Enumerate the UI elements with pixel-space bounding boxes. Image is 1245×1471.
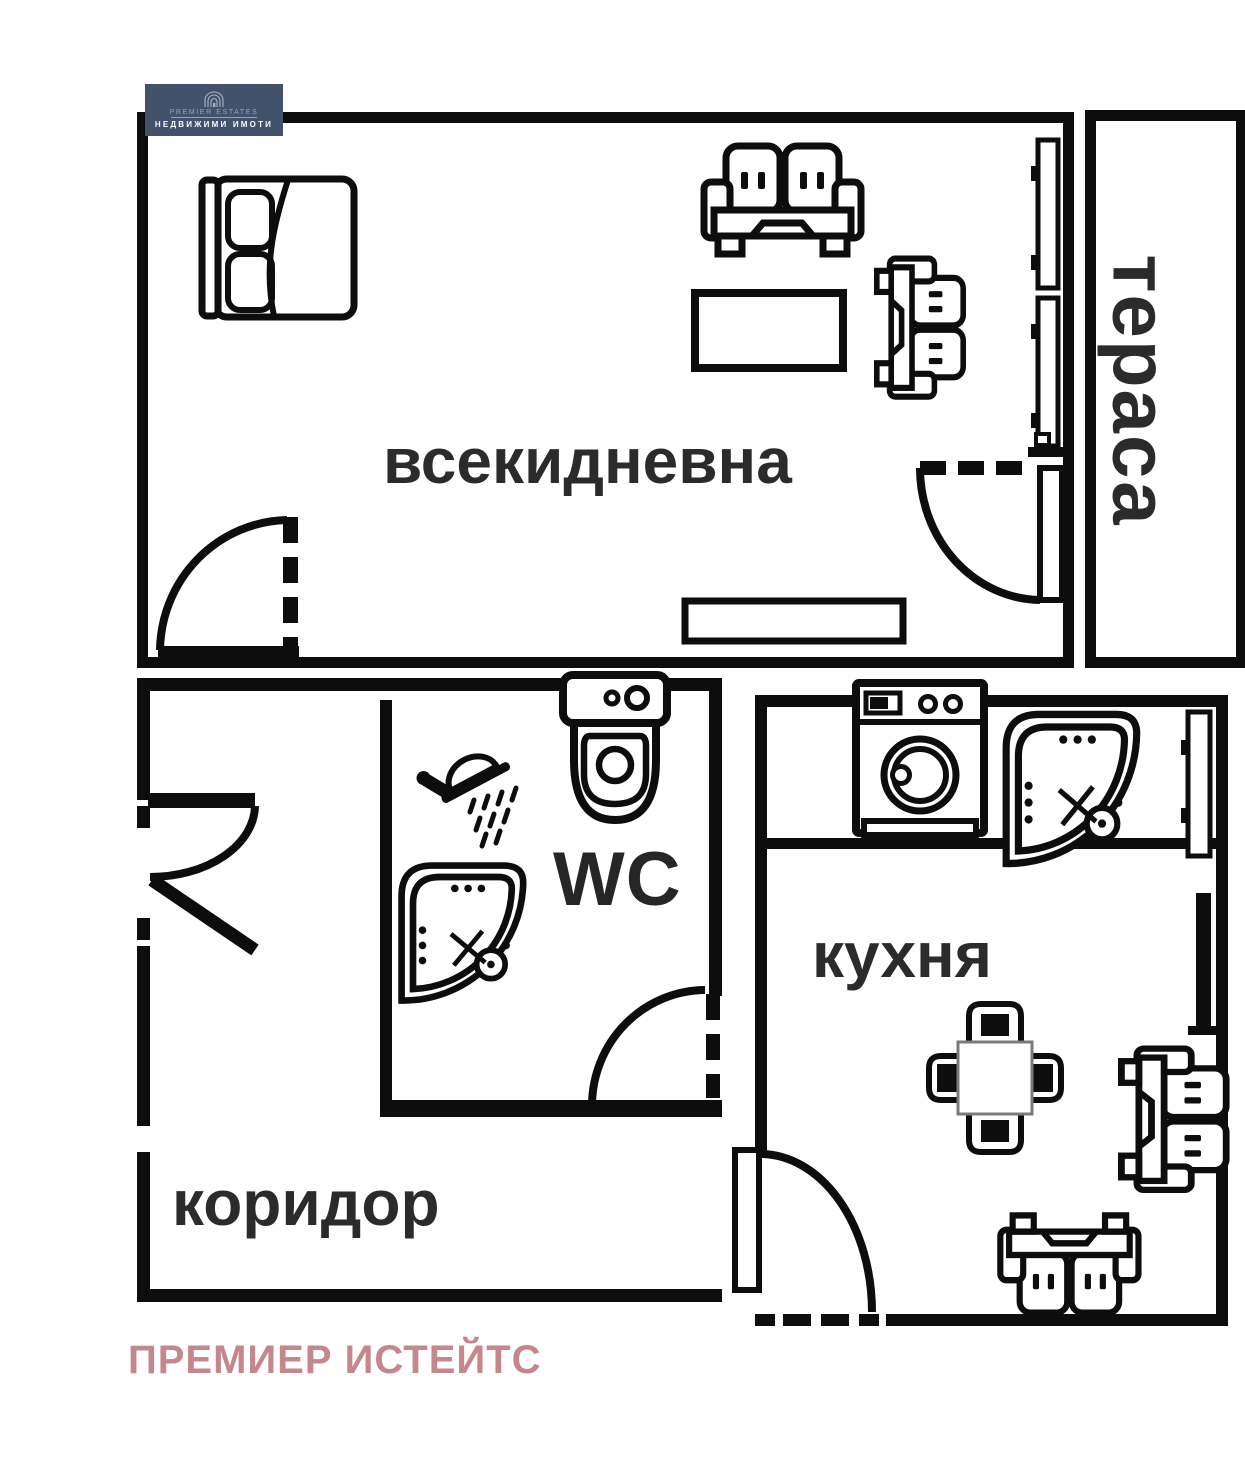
door-swing-icon [732, 1147, 879, 1326]
window-icon [1181, 709, 1213, 859]
corridor-label: коридор [172, 1167, 440, 1239]
agency-logo: PREMIER ESTATES НЕДВИЖИМИ ИМОТИ [145, 84, 283, 136]
building-arches-icon [204, 91, 224, 107]
door-swing-icon [588, 986, 720, 1105]
kitchen-label: кухня [812, 919, 992, 991]
coffee-table-icon [691, 289, 847, 372]
wc-label: WC [553, 837, 682, 922]
armchair-icon [1121, 1049, 1226, 1190]
logo-divider [171, 117, 257, 118]
double-bed-icon [198, 175, 358, 321]
washing-machine-icon [852, 679, 988, 838]
living-room-label: всекидневна [383, 425, 792, 497]
corner-bathtub-icon [402, 866, 524, 1001]
logo-subtitle-text: НЕДВИЖИМИ ИМОТИ [154, 120, 274, 129]
agency-watermark: ПРЕМИЕР ИСТЕЙТС [128, 1338, 542, 1382]
radiator-icon [1188, 893, 1219, 1035]
kitchen-walls [755, 695, 1228, 1326]
sofa-icon [1000, 1215, 1138, 1312]
door-swing-icon [156, 516, 299, 664]
armchair-icon [877, 259, 963, 397]
tv-stand-icon [681, 597, 907, 645]
terrace-walls [1085, 110, 1245, 668]
window-icon [1031, 295, 1061, 449]
logo-brand-text: PREMIER ESTATES [169, 109, 259, 116]
terrace-label: тераса [1096, 253, 1185, 527]
toilet-icon [559, 671, 671, 825]
window-icon [1031, 137, 1061, 291]
shower-icon [416, 753, 519, 849]
sofa-icon [704, 146, 861, 254]
door-swing-icon [916, 432, 1065, 604]
double-door-icon [137, 793, 259, 956]
dining-table-icon [926, 1001, 1064, 1155]
